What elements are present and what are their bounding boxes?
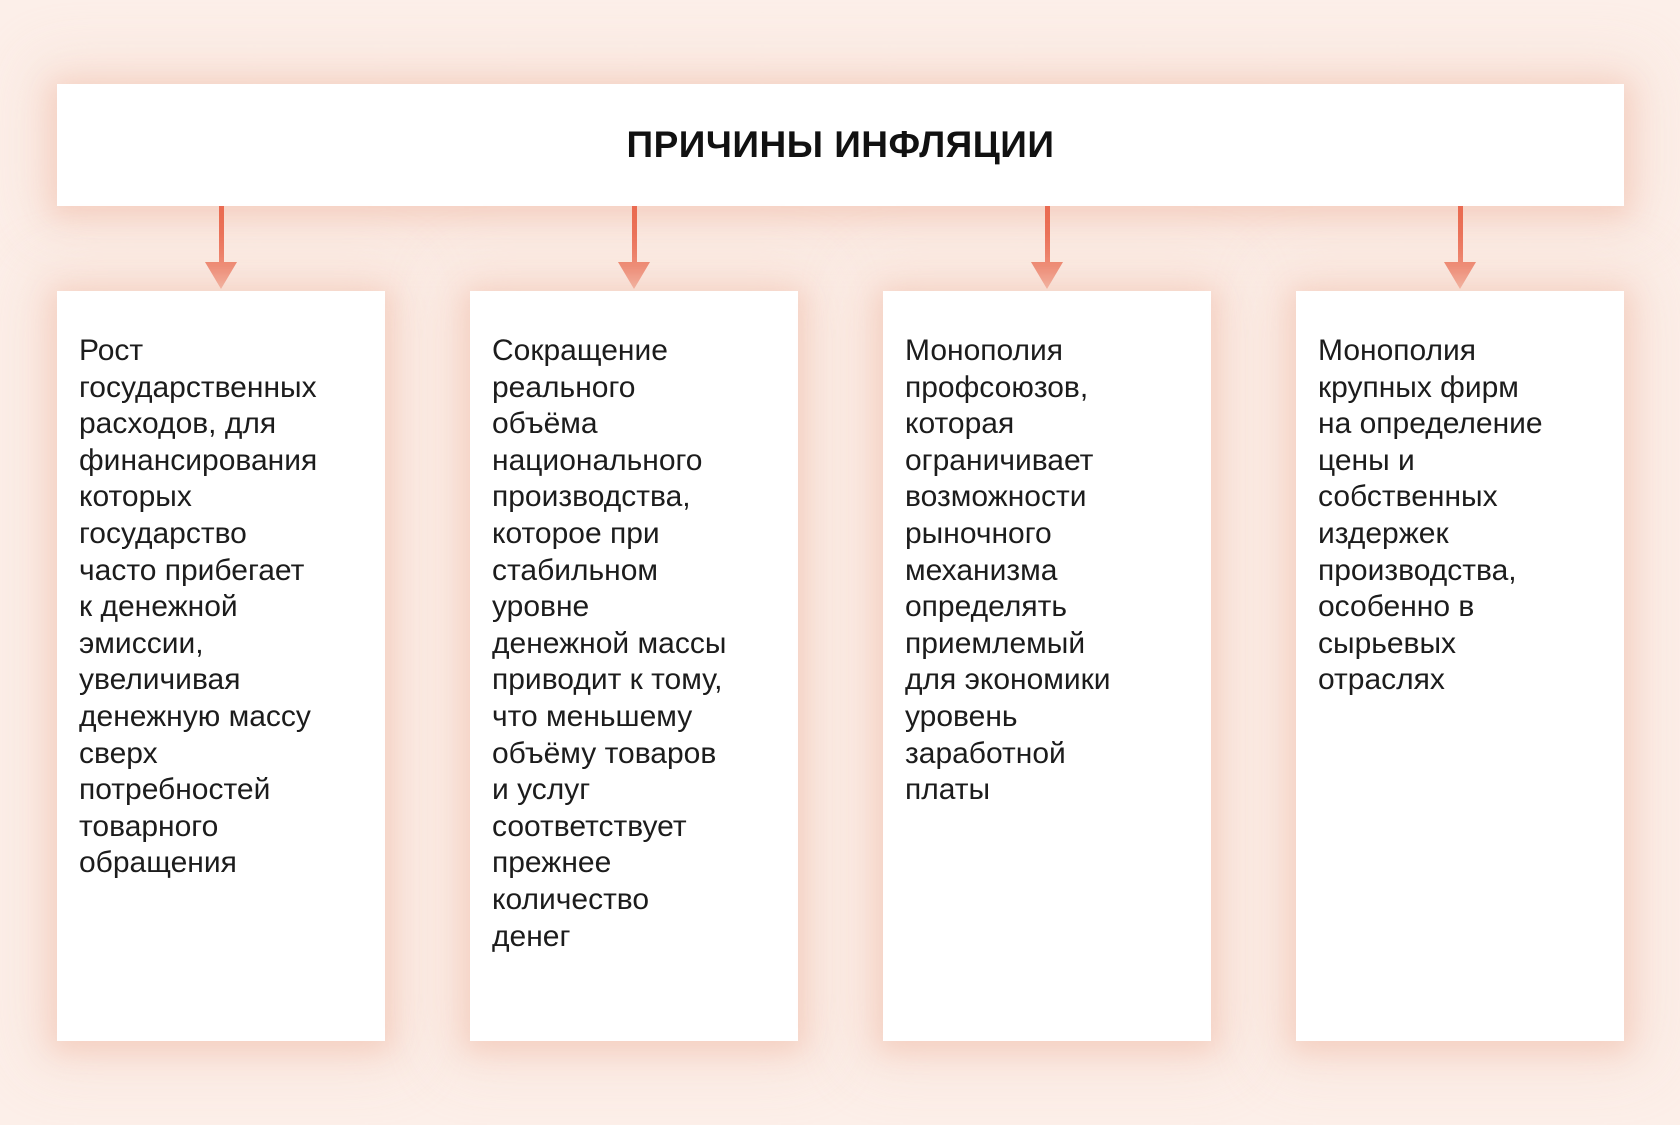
diagram-title: ПРИЧИНЫ ИНФЛЯЦИИ — [626, 124, 1055, 165]
title-box: ПРИЧИНЫ ИНФЛЯЦИИ — [57, 84, 1624, 206]
arrow-stem — [218, 206, 224, 264]
cause-text: Рост государственных расходов, для финан… — [79, 334, 318, 880]
arrow-down-icon — [618, 206, 650, 289]
cause-box-4: Монополия крупных фирм на определение це… — [1296, 291, 1624, 1041]
arrow-stem — [1044, 206, 1050, 264]
arrow-head — [1031, 262, 1063, 289]
arrow-head — [205, 262, 237, 289]
arrow-stem — [631, 206, 637, 264]
cause-box-2: Сокращение реального объёма национальног… — [470, 291, 798, 1041]
arrow-down-icon — [1444, 206, 1476, 289]
arrow-head — [1444, 262, 1476, 289]
arrow-head — [618, 262, 650, 289]
cause-text: Монополия профсоюзов, которая ограничива… — [905, 334, 1111, 807]
arrow-down-icon — [205, 206, 237, 289]
arrow-down-icon — [1031, 206, 1063, 289]
cause-box-1: Рост государственных расходов, для финан… — [57, 291, 385, 1041]
cause-text: Монополия крупных фирм на определение це… — [1318, 334, 1543, 697]
cause-text: Сокращение реального объёма национальног… — [492, 334, 727, 953]
arrow-stem — [1457, 206, 1463, 264]
cause-box-3: Монополия профсоюзов, которая ограничива… — [883, 291, 1211, 1041]
